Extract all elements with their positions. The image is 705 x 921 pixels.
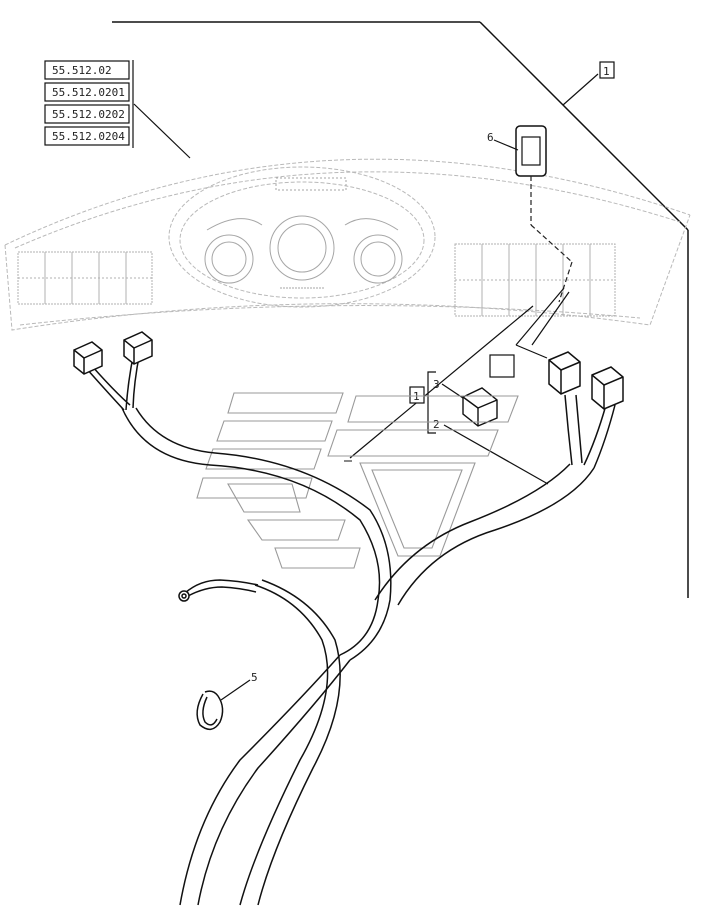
callout-item-3[interactable]: 3 <box>433 378 464 399</box>
cable-tie-item-5[interactable] <box>196 690 224 731</box>
frame-lines <box>112 21 689 598</box>
left-gauge <box>204 234 254 284</box>
callout-item-2[interactable]: 2 <box>433 418 549 485</box>
callout-item-5[interactable]: 5 <box>220 671 258 701</box>
svg-text:1: 1 <box>603 65 610 78</box>
gauge-cluster <box>204 177 403 289</box>
center-tachometer <box>269 215 335 281</box>
bracket-group <box>427 371 436 434</box>
svg-text:6: 6 <box>487 131 494 144</box>
svg-text:55.512.0202: 55.512.0202 <box>52 108 125 121</box>
connector-right-1[interactable] <box>548 351 581 395</box>
connector-right-2[interactable] <box>591 366 624 410</box>
rocker-switch-item-6[interactable] <box>515 125 573 303</box>
square-marker <box>489 354 515 378</box>
wiring-harness[interactable] <box>85 351 616 906</box>
ring-terminal[interactable] <box>178 590 190 602</box>
callout-item-6[interactable]: 6 <box>487 131 519 151</box>
right-switch-bank <box>454 243 616 317</box>
clip-item-3[interactable] <box>462 387 498 427</box>
svg-text:3: 3 <box>433 378 440 391</box>
reference-code-list: 55.512.02 55.512.0201 55.512.0202 55.512… <box>44 60 191 159</box>
svg-text:5: 5 <box>251 671 258 684</box>
svg-text:2: 2 <box>433 418 440 431</box>
reference-leader-line <box>133 103 191 159</box>
watermark-logo <box>196 392 519 569</box>
reference-code-box[interactable]: 55.512.0204 <box>44 126 130 146</box>
connector-left-1[interactable] <box>73 341 103 375</box>
right-gauge <box>353 234 403 284</box>
reference-code-box[interactable]: 55.512.02 <box>44 60 130 80</box>
instrument-panel <box>4 158 691 331</box>
reference-code-box[interactable]: 55.512.0202 <box>44 104 130 124</box>
left-switch-bank <box>17 251 153 305</box>
leader-lines <box>349 287 570 459</box>
callout-item-1-mid[interactable]: 1 <box>409 386 425 404</box>
connector-left-2[interactable] <box>123 331 153 365</box>
reference-code-box[interactable]: 55.512.0201 <box>44 82 130 102</box>
callout-item-1-top[interactable]: 1 <box>562 61 615 106</box>
svg-text:55.512.02: 55.512.02 <box>52 64 112 77</box>
svg-text:55.512.0204: 55.512.0204 <box>52 130 125 143</box>
svg-text:55.512.0201: 55.512.0201 <box>52 86 125 99</box>
